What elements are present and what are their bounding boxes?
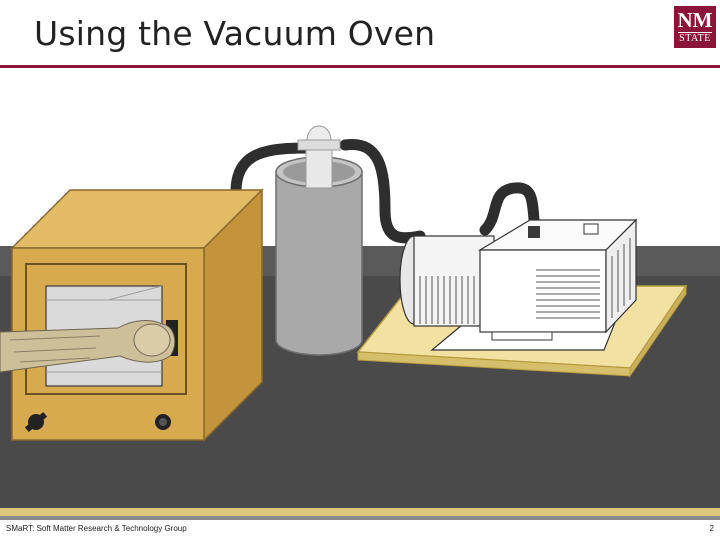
arm-illustration <box>0 320 176 373</box>
logo-line-2: STATE <box>678 32 712 44</box>
slide-number: 2 <box>709 524 714 533</box>
title-divider <box>0 65 720 68</box>
nmsu-logo: NM STATE <box>674 6 716 48</box>
cold-trap-cylinder <box>275 125 363 356</box>
vacuum-pump <box>399 218 638 351</box>
logo-line-1: NM <box>677 8 713 32</box>
slide-title: Using the Vacuum Oven <box>34 14 436 53</box>
footer-text: SMaRT: Soft Matter Research & Technology… <box>6 524 187 533</box>
oven-knob <box>24 411 48 433</box>
vacuum-oven <box>10 188 264 442</box>
oven-power-button <box>155 414 171 430</box>
